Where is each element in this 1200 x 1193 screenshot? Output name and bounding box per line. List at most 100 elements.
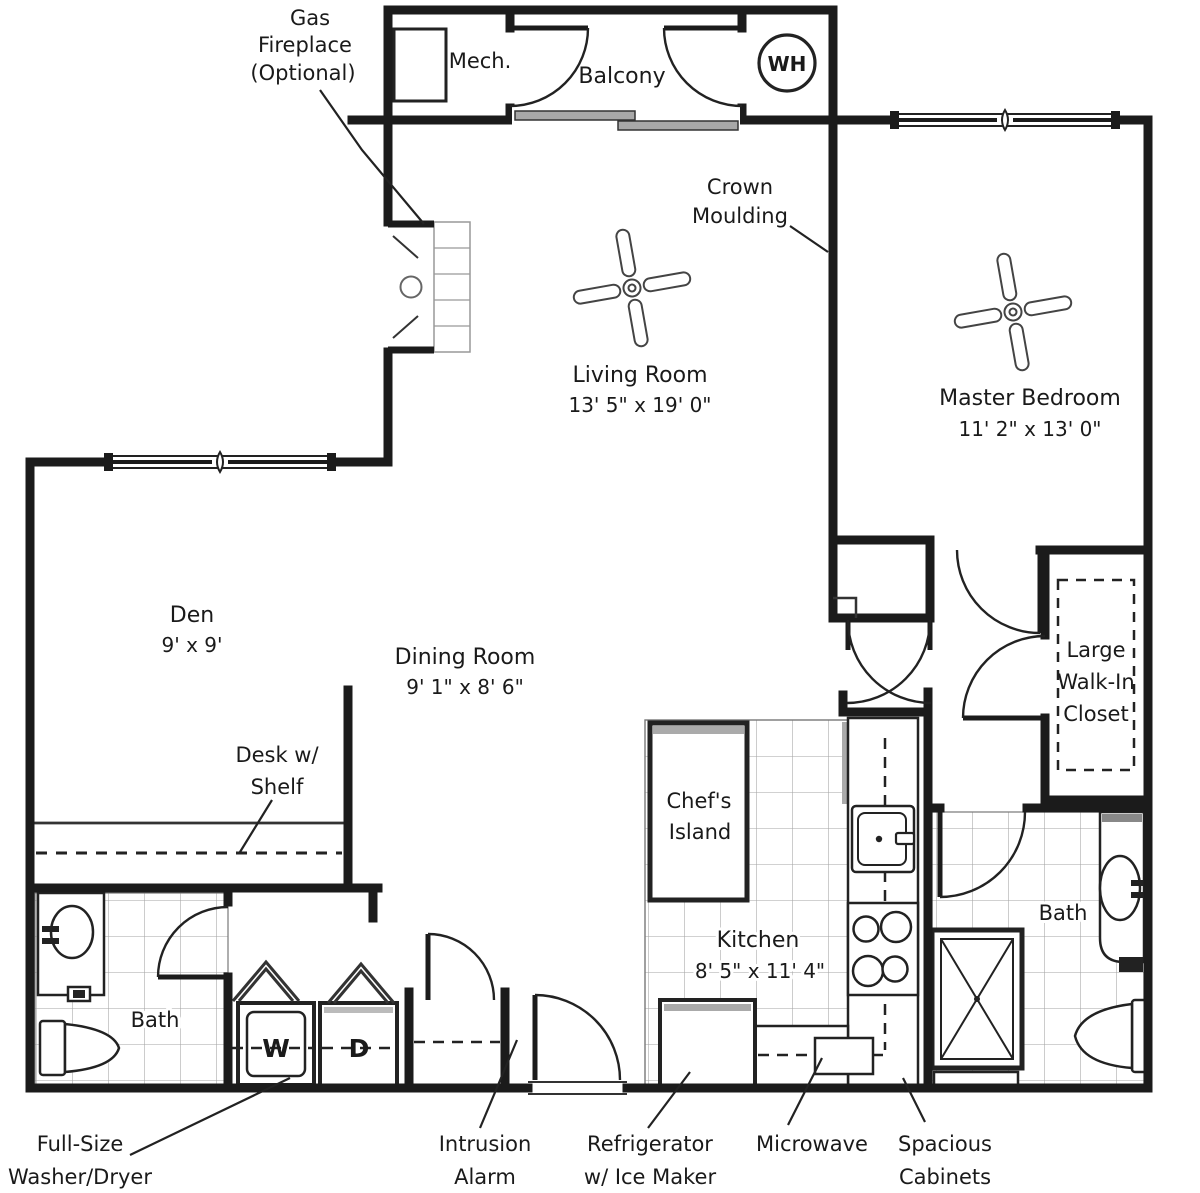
desk-label-1: Desk w/ xyxy=(235,743,319,767)
washer-dryer-leader xyxy=(129,1077,291,1156)
wh-door-arc xyxy=(662,27,743,108)
crown-moulding-label-2: Moulding xyxy=(692,204,788,228)
soap-dish-icon xyxy=(66,985,92,1003)
intrusion-alarm-label-1: Intrusion xyxy=(439,1132,532,1156)
fireplace-icon xyxy=(388,220,471,354)
bath-left-toilet-icon xyxy=(38,1019,121,1077)
bath-right-door-arc xyxy=(939,811,1027,899)
den-window-icon xyxy=(104,450,336,474)
mech-equipment xyxy=(392,27,448,103)
desk-label-2: Shelf xyxy=(251,775,304,799)
hall-door-leaves xyxy=(845,620,933,650)
chase-notch xyxy=(833,596,858,618)
kitchen-sink-icon xyxy=(850,804,916,874)
bath-left-sink-icon xyxy=(36,891,106,997)
bifold-door-icon xyxy=(231,959,396,1004)
walkin-closet-door-arc xyxy=(961,634,1046,719)
master-window-icon xyxy=(890,108,1120,132)
den-dims: 9' x 9' xyxy=(162,633,223,657)
labels: Gas Fireplace (Optional) Mech. Balcony C… xyxy=(8,6,1135,1189)
ceiling-fan-icon xyxy=(953,252,1073,372)
washer-icon xyxy=(236,1001,316,1087)
gas-fireplace-label-2: Fireplace xyxy=(258,33,352,57)
laundry-area xyxy=(231,959,500,1088)
bath-right-label: Bath xyxy=(1039,901,1088,925)
entry-threshold xyxy=(528,1081,627,1095)
refrigerator-label-1: Refrigerator xyxy=(587,1132,713,1156)
crown-moulding-leader xyxy=(789,225,829,253)
dryer-label: D xyxy=(349,1034,370,1063)
bath-right-toilet-icon xyxy=(1073,998,1150,1074)
hall-door-arc-a xyxy=(846,619,932,705)
coat-closet-door-arc xyxy=(427,932,496,1001)
interior-walls xyxy=(25,115,1153,1093)
doors xyxy=(156,25,1046,1095)
counter-shadow xyxy=(842,722,848,804)
exterior-walls xyxy=(25,5,1153,1093)
desk-leader xyxy=(239,799,273,853)
entry-door-arc xyxy=(534,993,622,1081)
dining-room-label: Dining Room xyxy=(395,645,536,670)
walkin-closet-label-3: Closet xyxy=(1063,702,1128,726)
washer-dryer-label-2: Washer/Dryer xyxy=(8,1165,152,1189)
wall-chase xyxy=(828,535,935,623)
bath-left-label: Bath xyxy=(131,1008,180,1032)
microwave-leader xyxy=(787,1057,823,1126)
microwave-label: Microwave xyxy=(756,1132,868,1156)
bath-right-fixtures xyxy=(926,810,1150,1088)
dining-room-dims: 9' 1" x 8' 6" xyxy=(406,675,524,699)
water-heater-icon: WH xyxy=(757,33,817,93)
gas-fireplace-label-3: (Optional) xyxy=(250,61,355,85)
refrigerator-leader xyxy=(647,1071,691,1129)
kitchen-dims: 8' 5" x 11' 4" xyxy=(695,959,825,983)
den-label: Den xyxy=(170,603,214,628)
ceiling-fan-icon xyxy=(572,228,692,348)
walls xyxy=(25,5,1153,1093)
chefs-island-label-2: Island xyxy=(669,820,731,844)
chefs-island xyxy=(647,720,750,903)
island-shadow xyxy=(653,726,744,734)
spacious-cabinets-label-2: Cabinets xyxy=(899,1165,991,1189)
intrusion-alarm-leader xyxy=(478,1039,519,1129)
door-leaves xyxy=(158,25,1045,1080)
balcony-walls xyxy=(383,5,838,125)
refrigerator-label-2: w/ Ice Maker xyxy=(584,1165,717,1189)
mech-door-arc xyxy=(509,27,590,108)
microwave-icon xyxy=(813,1036,875,1076)
crown-moulding-label-1: Crown xyxy=(707,175,773,199)
gas-fireplace-leader xyxy=(319,89,425,225)
windows xyxy=(104,106,1120,474)
sliding-door-icon xyxy=(512,106,740,134)
bath-left-door-arc xyxy=(156,905,229,978)
refrigerator-icon xyxy=(658,998,757,1088)
closet-shelf-dash xyxy=(1056,578,1136,772)
bath-right-vanity xyxy=(1098,810,1146,972)
kitchen-label: Kitchen xyxy=(717,928,800,953)
leader-lines xyxy=(129,89,926,1156)
desk-with-shelf xyxy=(30,821,348,855)
living-room-label: Living Room xyxy=(572,363,707,388)
balcony-label: Balcony xyxy=(578,64,665,89)
mech-label: Mech. xyxy=(449,49,512,73)
intrusion-alarm-label-2: Alarm xyxy=(454,1165,516,1189)
washer-label: W xyxy=(262,1034,290,1063)
stove-icon xyxy=(846,901,920,997)
chefs-island-label-1: Chef's xyxy=(667,789,732,813)
walkin-closet-label-1: Large xyxy=(1066,638,1125,662)
spacious-cabinets-label-1: Spacious xyxy=(898,1132,992,1156)
gas-fireplace-label-1: Gas xyxy=(290,6,330,30)
master-bedroom-dims: 11' 2" x 13' 0" xyxy=(958,417,1101,441)
bath-right-sink-icon xyxy=(1098,854,1142,922)
door-swing-arcs xyxy=(156,27,1046,1081)
master-door-arc xyxy=(955,549,1041,635)
kitchen-fixtures xyxy=(647,716,920,1090)
cabinets-leader xyxy=(902,1077,926,1123)
water-heater-label: WH xyxy=(768,52,807,76)
bath-left-fixtures xyxy=(36,891,121,1077)
washer-dryer-label-1: Full-Size xyxy=(37,1132,124,1156)
master-bedroom-label: Master Bedroom xyxy=(939,386,1121,411)
living-room-dims: 13' 5" x 19' 0" xyxy=(568,393,711,417)
walkin-closet-label-2: Walk-In xyxy=(1057,670,1134,694)
